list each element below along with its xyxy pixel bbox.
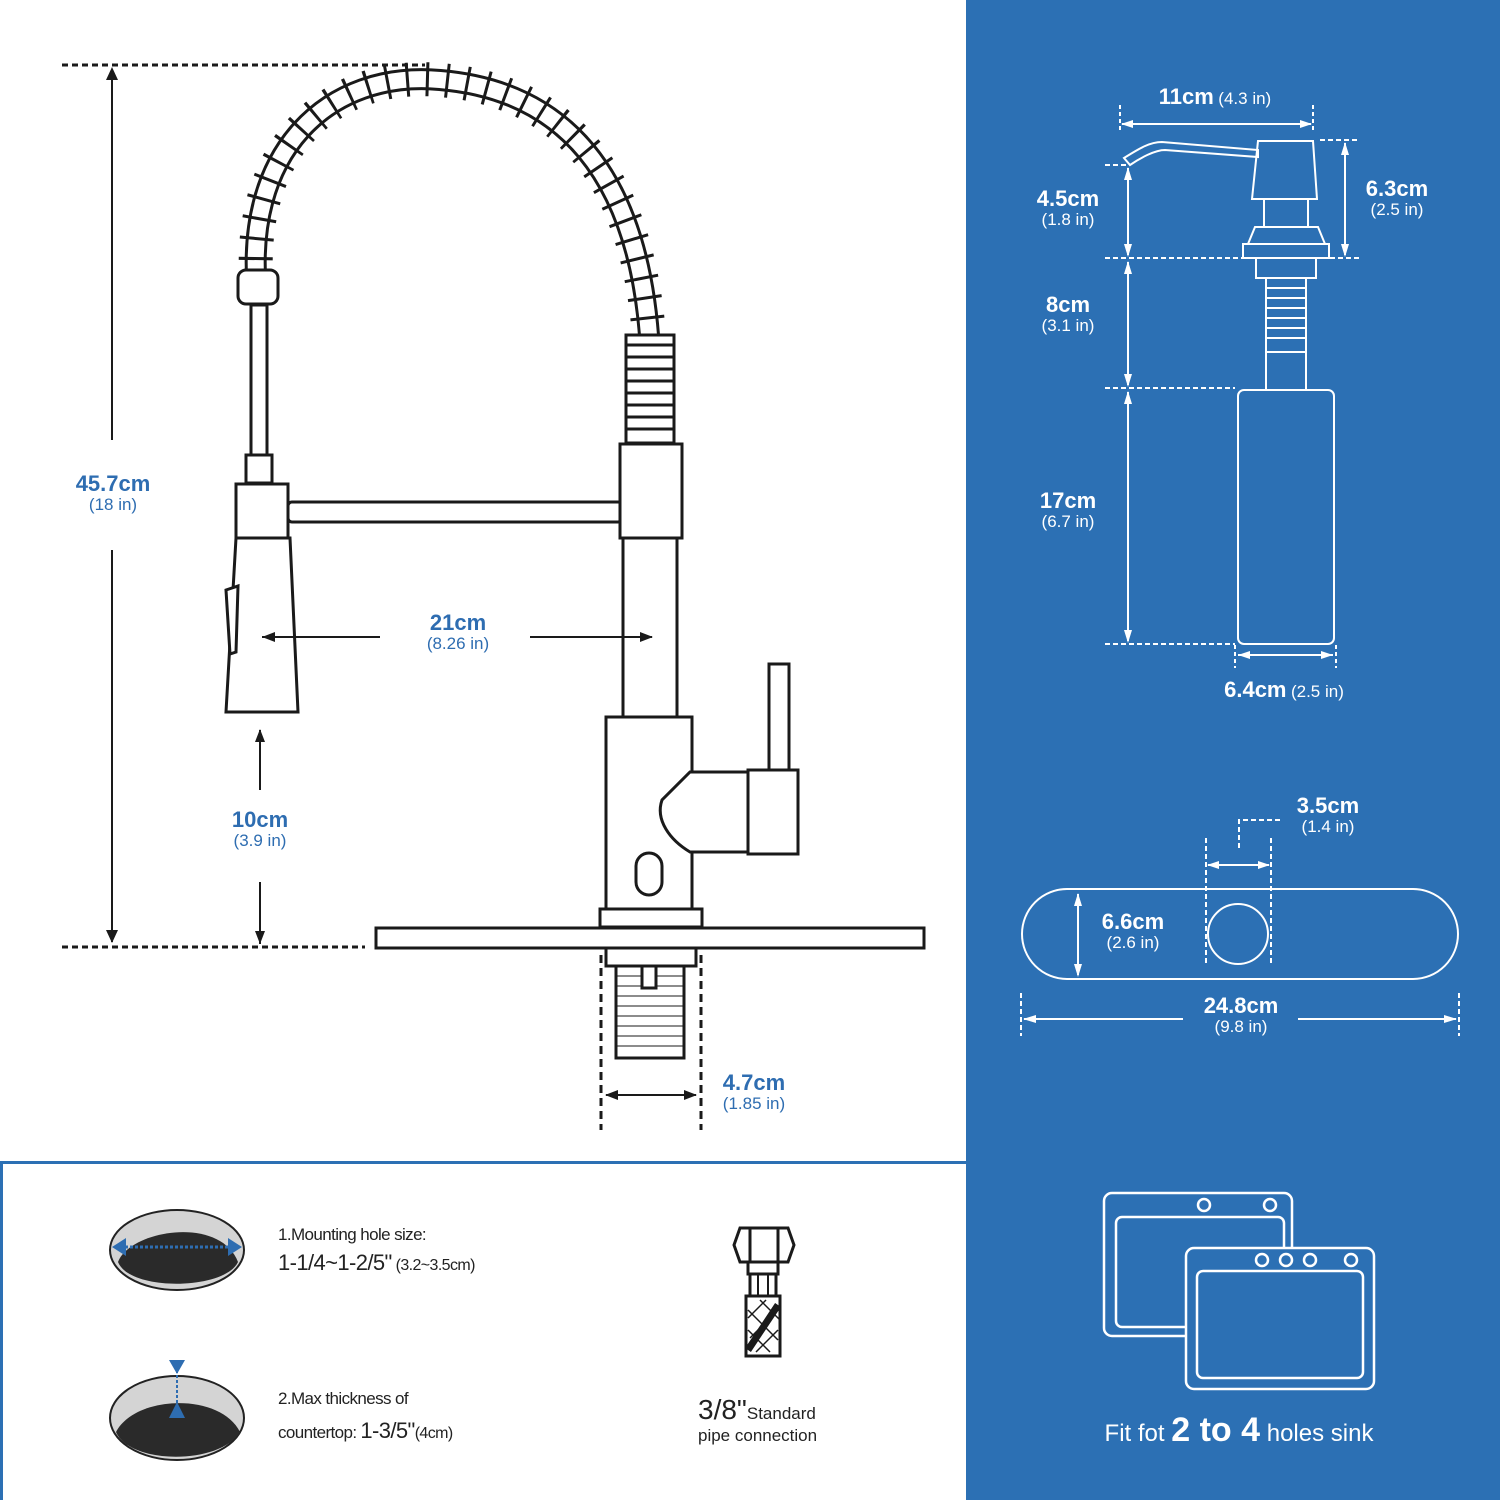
mounting-hole-label: 1.Mounting hole size: [278, 1225, 427, 1244]
head-cm: 6.3cm [1365, 176, 1429, 201]
dispenser-width-label: 11cm (4.3 in) [1158, 84, 1272, 109]
clearance-in: (3.9 in) [233, 831, 287, 851]
dispenser-bottle-label: 17cm (6.7 in) [1039, 488, 1097, 532]
width-cm: 11cm [1158, 84, 1214, 109]
hole-in: (1.4 in) [1301, 817, 1355, 837]
faucet-drawing [62, 62, 926, 1130]
thickness-label: 2.Max thickness of [278, 1389, 409, 1408]
dispenser-bottle-width-label: 6.4cm (2.5 in) [1224, 677, 1344, 702]
spout-in: (1.8 in) [1041, 210, 1095, 230]
dispenser-spout-height-label: 4.5cm (1.8 in) [1036, 186, 1100, 230]
pipe-size: 3/8" [698, 1394, 747, 1425]
hole-cm: 3.5cm [1296, 793, 1360, 818]
height-cm: 45.7cm [75, 471, 151, 496]
bottle-cm: 17cm [1039, 488, 1097, 513]
head-in: (2.5 in) [1370, 200, 1424, 220]
bwidth-in: (2.5 in) [1290, 682, 1344, 701]
thickness-value: countertop: 1-3/5"(4cm) [278, 1418, 453, 1444]
deck-depth-label: 6.6cm (2.6 in) [1101, 909, 1165, 953]
installation-notes-box [0, 1161, 966, 1500]
shank-cm: 4.7cm [722, 1070, 786, 1095]
faucet-height-label: 45.7cm (18 in) [75, 471, 151, 515]
deck-hole-label: 3.5cm (1.4 in) [1296, 793, 1360, 837]
thickness-metric: (4cm) [414, 1425, 453, 1442]
dispenser-head-height-label: 6.3cm (2.5 in) [1365, 176, 1429, 220]
length-cm: 24.8cm [1203, 993, 1279, 1018]
deck-plate-drawing [1020, 819, 1460, 1036]
pipe-connector-icon [732, 1226, 796, 1358]
sink-prefix: Fit fot [1104, 1420, 1165, 1447]
pipe-connection-label: 3/8"Standard pipe connection [698, 1394, 817, 1446]
clearance-cm: 10cm [231, 807, 289, 832]
shank-width-label: 4.7cm (1.85 in) [722, 1070, 786, 1114]
soap-dispenser-drawing [1105, 105, 1360, 668]
spout-clearance-label: 10cm (3.9 in) [231, 807, 289, 851]
spout-cm: 4.5cm [1036, 186, 1100, 211]
thickness-inches: 1-3/5" [360, 1418, 415, 1443]
faucet-reach-label: 21cm (8.26 in) [426, 610, 490, 654]
deck-length-label: 24.8cm (9.8 in) [1203, 993, 1279, 1037]
mounting-inches: 1-1/4~1-2/5" [278, 1250, 392, 1275]
width-in: (4.3 in) [1218, 89, 1272, 108]
pipe-connection: pipe connection [698, 1426, 818, 1445]
dispenser-shank-label: 8cm (3.1 in) [1041, 292, 1095, 336]
depth-in: (2.6 in) [1106, 933, 1160, 953]
thickness-prefix: countertop: [278, 1423, 357, 1442]
length-in: (9.8 in) [1214, 1017, 1268, 1037]
sink-caption: Fit fot 2 to 4 holes sink [1104, 1411, 1374, 1449]
dshank-in: (3.1 in) [1041, 316, 1095, 336]
bottle-in: (6.7 in) [1041, 512, 1095, 532]
pipe-standard: Standard [746, 1404, 816, 1423]
mounting-hole-icon [109, 1209, 245, 1291]
sink-suffix: holes sink [1266, 1420, 1374, 1447]
sink-emphasis: 2 to 4 [1171, 1411, 1261, 1449]
height-in: (18 in) [88, 495, 138, 515]
dshank-cm: 8cm [1045, 292, 1091, 317]
countertop-thickness-icon [109, 1360, 245, 1461]
sink-icon [1102, 1191, 1376, 1391]
depth-cm: 6.6cm [1101, 909, 1165, 934]
bwidth-cm: 6.4cm [1224, 677, 1287, 702]
shank-in: (1.85 in) [722, 1094, 786, 1114]
reach-cm: 21cm [429, 610, 487, 635]
reach-in: (8.26 in) [426, 634, 490, 654]
mounting-metric: (3.2~3.5cm) [395, 1257, 476, 1274]
mounting-hole-value: 1-1/4~1-2/5" (3.2~3.5cm) [278, 1250, 475, 1276]
